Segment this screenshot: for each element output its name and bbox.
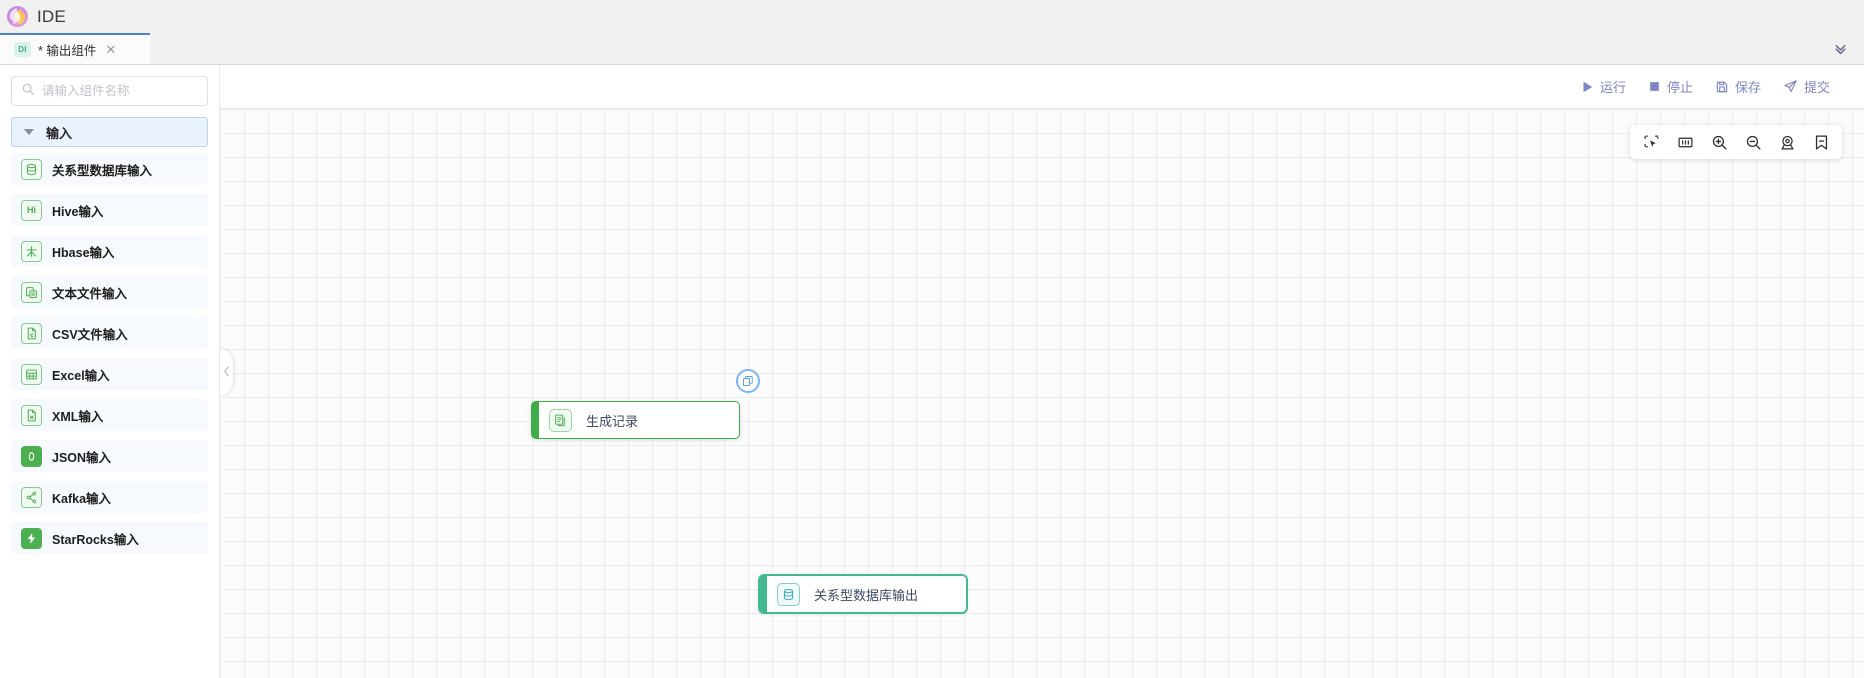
save-icon	[1716, 81, 1728, 92]
sidebar-item-excel-input[interactable]: Excel输入	[11, 358, 208, 390]
sidebar-item-starrocks-input[interactable]: StarRocks输入	[11, 522, 208, 554]
node-body: 关系型数据库输出	[767, 575, 967, 613]
select-area-button[interactable]	[1636, 128, 1666, 156]
copy-icon	[743, 376, 753, 386]
tab-bar: DI * 输出组件 ✕	[0, 33, 1864, 65]
sidebar-item-label: 文本文件输入	[52, 286, 128, 301]
database-icon	[21, 158, 42, 180]
component-sidebar: 输入 关系型数据库输入 Hi Hive输入	[0, 65, 220, 678]
kafka-icon	[21, 486, 42, 508]
sidebar-item-label: Excel输入	[52, 368, 110, 383]
submit-button[interactable]: 提交	[1783, 77, 1830, 96]
stop-button-label: 停止	[1666, 80, 1693, 95]
zoom-out-icon	[1746, 135, 1761, 150]
save-button[interactable]: 保存	[1715, 77, 1761, 96]
locate-icon	[1780, 135, 1794, 149]
swirl-logo-icon	[6, 5, 29, 28]
sidebar-item-label: Hive输入	[52, 204, 104, 219]
flow-node-relational-db-output[interactable]: 关系型数据库输出	[758, 574, 968, 614]
double-chevron-down-icon[interactable]	[1816, 33, 1864, 64]
database-icon	[777, 582, 800, 606]
close-icon[interactable]: ✕	[105, 42, 117, 57]
hbase-icon	[21, 240, 42, 262]
play-icon	[1583, 81, 1593, 92]
sidebar-item-text-file-input[interactable]: 文本文件输入	[11, 276, 208, 308]
node-accent-bar	[531, 401, 539, 439]
csv-file-icon	[21, 322, 42, 344]
starrocks-icon	[21, 527, 42, 549]
search-box[interactable]	[11, 76, 208, 106]
sidebar-item-xml-input[interactable]: XML输入	[11, 399, 208, 431]
search-container	[0, 65, 219, 112]
search-input[interactable]	[42, 84, 198, 98]
tab-di-badge-icon: DI	[14, 42, 31, 57]
sidebar-item-label: JSON输入	[52, 450, 112, 465]
xml-file-icon	[21, 404, 42, 426]
text-file-icon	[21, 281, 42, 303]
excel-icon	[21, 363, 42, 385]
zoom-in-icon	[1712, 135, 1727, 150]
app-title: IDE	[37, 6, 66, 26]
sidebar-item-label: Hbase输入	[52, 245, 115, 260]
edge-layer	[220, 109, 520, 259]
run-button[interactable]: 运行	[1580, 77, 1626, 96]
sidebar-item-label: 关系型数据库输入	[52, 163, 153, 178]
sidebar-item-label: CSV文件输入	[52, 327, 128, 342]
stop-icon	[1650, 82, 1659, 91]
component-list: 关系型数据库输入 Hi Hive输入 Hbase输入	[0, 153, 219, 678]
flow-node-generate-records[interactable]: 生成记录	[531, 401, 740, 439]
flow-canvas[interactable]: 生成记录 关系型数据库输出	[220, 109, 1864, 678]
select-area-icon	[1644, 135, 1658, 147]
sidebar-item-label: XML输入	[52, 409, 104, 424]
tab-output-component[interactable]: DI * 输出组件 ✕	[0, 33, 150, 64]
sidebar-collapse-handle[interactable]	[220, 348, 233, 395]
sidebar-item-hbase-input[interactable]: Hbase输入	[11, 235, 208, 267]
document-stack-icon	[549, 408, 572, 432]
node-label: 生成记录	[586, 413, 639, 429]
sidebar-item-csv-file-input[interactable]: CSV文件输入	[11, 317, 208, 349]
hive-icon: Hi	[21, 199, 42, 221]
sidebar-item-relational-db-input[interactable]: 关系型数据库输入	[11, 153, 208, 185]
submit-icon	[1784, 80, 1797, 93]
run-button-label: 运行	[1599, 80, 1626, 95]
title-bar: IDE	[0, 0, 1864, 33]
flow-toolbar: 运行 停止 保存 提交	[220, 65, 1864, 109]
search-icon	[21, 82, 35, 101]
canvas-area: 运行 停止 保存 提交	[220, 65, 1864, 678]
zoom-in-button[interactable]	[1704, 128, 1734, 156]
sidebar-group-label: 输入	[46, 125, 73, 141]
node-body: 生成记录	[539, 401, 740, 439]
fit-view-icon	[1678, 137, 1692, 147]
submit-button-label: 提交	[1803, 80, 1830, 95]
zoom-out-button[interactable]	[1738, 128, 1768, 156]
sidebar-item-label: Kafka输入	[52, 491, 112, 506]
canvas-tool-palette	[1630, 125, 1842, 159]
bookmark-button[interactable]	[1806, 128, 1836, 156]
json-icon	[21, 445, 42, 467]
tab-bar-spacer	[150, 33, 1816, 64]
caret-down-icon	[24, 129, 34, 135]
sidebar-item-label: StarRocks输入	[52, 532, 139, 547]
locate-button[interactable]	[1772, 128, 1802, 156]
stop-button[interactable]: 停止	[1648, 77, 1693, 96]
sidebar-group-input[interactable]: 输入	[11, 117, 208, 147]
save-button-label: 保存	[1734, 80, 1761, 95]
sidebar-item-hive-input[interactable]: Hi Hive输入	[11, 194, 208, 226]
main-body: 输入 关系型数据库输入 Hi Hive输入	[0, 65, 1864, 678]
node-label: 关系型数据库输出	[814, 587, 919, 603]
bookmark-icon	[1815, 134, 1827, 150]
fit-view-button[interactable]	[1670, 128, 1700, 156]
sidebar-item-kafka-input[interactable]: Kafka输入	[11, 481, 208, 513]
sidebar-item-json-input[interactable]: JSON输入	[11, 440, 208, 472]
tab-label: * 输出组件	[38, 44, 97, 58]
node-accent-bar	[759, 575, 767, 613]
edge-copy-badge[interactable]	[736, 369, 760, 393]
